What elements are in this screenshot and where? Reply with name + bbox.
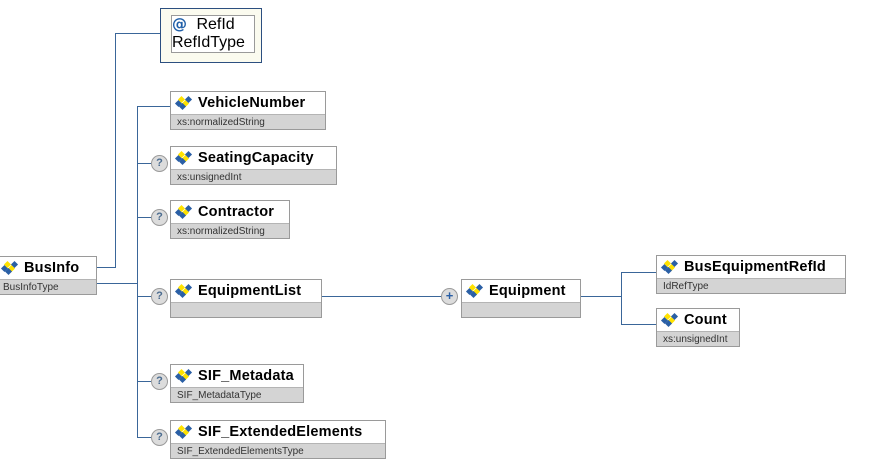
element-icon: [174, 424, 193, 440]
node-count-header: Count: [657, 309, 739, 331]
node-busEquipmentRefId[interactable]: BusEquipmentRefId IdRefType: [656, 255, 846, 294]
occurrence-badge-optional-sifExtendedElements[interactable]: ?: [151, 429, 168, 446]
element-icon: [465, 283, 484, 299]
element-icon: [174, 150, 193, 166]
connector-to-contractor: [137, 217, 151, 218]
element-icon: [174, 204, 193, 220]
node-vehicleNumber[interactable]: VehicleNumber xs:normalizedString: [170, 91, 326, 130]
connector-equipment-children-trunk: [621, 272, 622, 324]
node-vehicleNumber-header: VehicleNumber: [171, 92, 325, 114]
node-sifExtendedElements[interactable]: SIF_ExtendedElements SIF_ExtendedElement…: [170, 420, 386, 459]
node-busEquipmentRefId-header: BusEquipmentRefId: [657, 256, 845, 278]
element-icon: [660, 259, 679, 275]
occurrence-badge-optional-equipmentList[interactable]: ?: [151, 288, 168, 305]
connector-equipment-out: [581, 296, 621, 297]
node-seatingCapacity-header: SeatingCapacity: [171, 147, 336, 169]
node-refId-label: RefId: [196, 16, 235, 33]
element-icon: [174, 95, 193, 111]
node-count-label: Count: [684, 311, 727, 328]
node-sifMetadata[interactable]: SIF_Metadata SIF_MetadataType: [170, 364, 304, 403]
node-contractor[interactable]: Contractor xs:normalizedString: [170, 200, 290, 239]
node-contractor-type: xs:normalizedString: [171, 223, 289, 238]
node-busInfo-header: BusInfo: [0, 257, 96, 279]
node-equipment-header: Equipment: [462, 280, 580, 302]
node-vehicleNumber-label: VehicleNumber: [198, 94, 306, 111]
connector-element-trunk: [137, 106, 138, 437]
connector-to-sifMetadata: [137, 381, 151, 382]
node-count[interactable]: Count xs:unsignedInt: [656, 308, 740, 347]
connector-attr-trunk: [115, 33, 116, 268]
node-busInfo-label: BusInfo: [24, 259, 80, 276]
node-equipmentList-header: EquipmentList: [171, 280, 321, 302]
element-icon: [0, 260, 19, 276]
node-equipmentList[interactable]: EquipmentList: [170, 279, 322, 318]
occurrence-badge-repeating-equipment[interactable]: +: [441, 288, 458, 305]
node-sifMetadata-type: SIF_MetadataType: [171, 387, 303, 402]
element-icon: [174, 283, 193, 299]
node-refId[interactable]: @ RefId RefIdType: [171, 15, 255, 53]
node-count-type: xs:unsignedInt: [657, 331, 739, 346]
node-seatingCapacity-label: SeatingCapacity: [198, 149, 314, 166]
attribute-icon: @: [172, 15, 187, 33]
connector-to-busEquipmentRefId: [621, 272, 656, 273]
connector-to-seatingCapacity: [137, 163, 151, 164]
node-sifExtendedElements-header: SIF_ExtendedElements: [171, 421, 385, 443]
connector-busInfo-elem-stub: [97, 283, 138, 284]
connector-to-vehicleNumber: [137, 106, 170, 107]
node-equipment-type: [462, 302, 580, 317]
connector-to-equipmentList: [137, 296, 151, 297]
node-vehicleNumber-type: xs:normalizedString: [171, 114, 325, 129]
occurrence-badge-optional-sifMetadata[interactable]: ?: [151, 373, 168, 390]
node-busEquipmentRefId-type: IdRefType: [657, 278, 845, 293]
node-sifMetadata-header: SIF_Metadata: [171, 365, 303, 387]
node-seatingCapacity[interactable]: SeatingCapacity xs:unsignedInt: [170, 146, 337, 185]
connector-busInfo-attr-stub: [97, 267, 116, 268]
connector-to-sifExtendedElements: [137, 437, 151, 438]
node-refId-type: RefIdType: [172, 34, 245, 51]
node-sifExtendedElements-label: SIF_ExtendedElements: [198, 423, 363, 440]
node-contractor-label: Contractor: [198, 203, 275, 220]
connector-to-count: [621, 324, 656, 325]
node-busInfo-type: BusInfoType: [0, 279, 96, 294]
node-sifMetadata-label: SIF_Metadata: [198, 367, 294, 384]
node-equipment[interactable]: Equipment: [461, 279, 581, 318]
connector-equipmentList-to-equipment: [322, 296, 449, 297]
node-seatingCapacity-type: xs:unsignedInt: [171, 169, 336, 184]
occurrence-badge-optional-seatingCapacity[interactable]: ?: [151, 155, 168, 172]
element-icon: [660, 312, 679, 328]
node-refId-header: @ RefId: [172, 16, 254, 34]
connector-attr-to-refid: [115, 33, 160, 34]
node-busEquipmentRefId-label: BusEquipmentRefId: [684, 258, 826, 275]
node-equipmentList-label: EquipmentList: [198, 282, 302, 299]
node-equipment-label: Equipment: [489, 282, 566, 299]
node-sifExtendedElements-type: SIF_ExtendedElementsType: [171, 443, 385, 458]
node-busInfo[interactable]: BusInfo BusInfoType: [0, 256, 97, 295]
node-contractor-header: Contractor: [171, 201, 289, 223]
element-icon: [174, 368, 193, 384]
node-equipmentList-type: [171, 302, 321, 317]
occurrence-badge-optional-contractor[interactable]: ?: [151, 209, 168, 226]
